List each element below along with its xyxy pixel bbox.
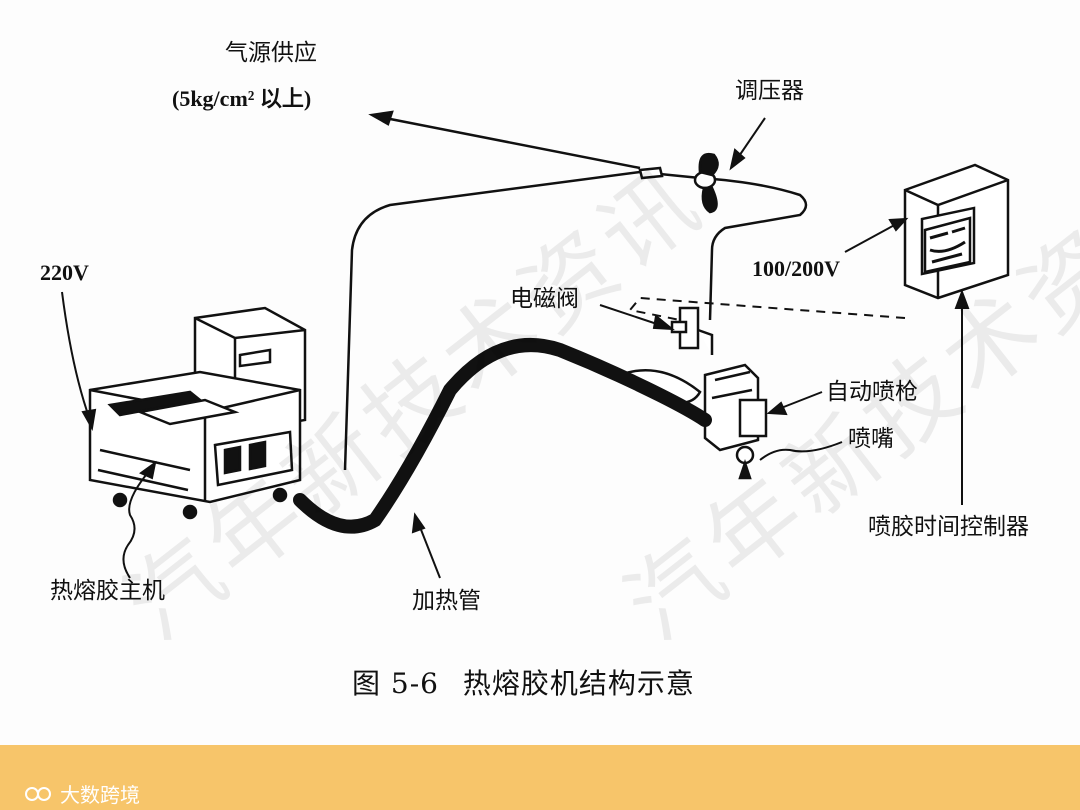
controller-leader-line: [956, 292, 968, 505]
footer-bar: [0, 745, 1080, 810]
nozzle-leader: [760, 442, 842, 460]
heated-hose-arrow: [413, 515, 440, 578]
solenoid-valve-icon: [672, 308, 712, 355]
spray-gun-arrow: [769, 392, 822, 414]
main-unit-icon: [90, 308, 305, 518]
air-supply-label: 气源供应: [225, 42, 317, 65]
figure-number: 图 5-6: [352, 667, 439, 700]
brand-mark-icon: [24, 784, 54, 804]
hot-melt-machine-diagram: [0, 0, 1080, 745]
air-supply-arrow: [372, 112, 640, 168]
regulator-arrow: [731, 118, 765, 168]
signal-wire: [630, 298, 905, 322]
nozzle-label: 喷嘴: [848, 428, 894, 451]
main-unit-label: 热熔胶主机: [50, 580, 165, 603]
timer-controller-label: 喷胶时间控制器: [868, 516, 1029, 539]
timer-controller-icon: [905, 165, 1008, 298]
brand-logo: 大数跨境: [24, 779, 140, 808]
regulator-label: 调压器: [735, 80, 804, 103]
auto-spray-gun-label: 自动喷枪: [826, 381, 918, 404]
figure-caption: 图 5-6 热熔胶机结构示意: [352, 662, 709, 702]
heated-hose-label: 加热管: [412, 590, 481, 613]
brand-name: 大数跨境: [60, 779, 140, 808]
figure-title: 热熔胶机结构示意: [463, 667, 695, 700]
controller-voltage-label: 100/200V: [752, 258, 840, 280]
regulator-icon: [695, 154, 718, 212]
main-unit-voltage-label: 220V: [40, 262, 89, 284]
air-pressure-label: (5kg/cm² 以上): [172, 88, 311, 110]
solenoid-valve-label: 电磁阀: [510, 288, 579, 311]
solenoid-valve-arrow: [600, 305, 672, 329]
controller-voltage-arrow: [845, 219, 906, 252]
